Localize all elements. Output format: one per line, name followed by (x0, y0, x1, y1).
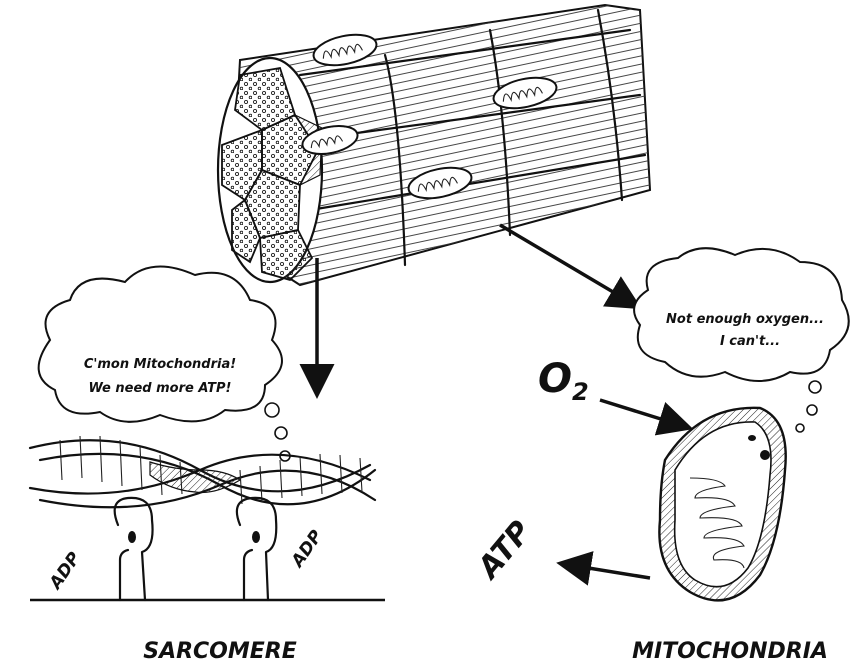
oxygen-symbol: O (538, 356, 572, 402)
thought-mitochondria-line1: Not enough oxygen... (666, 312, 824, 327)
oxygen-subscript: 2 (572, 378, 589, 406)
muscle-fiber-bundle (218, 5, 650, 285)
caption-sarcomere: Sarcomere (143, 639, 297, 664)
adp-label-right: ADP (287, 526, 328, 572)
arrow-oxygen-in (600, 400, 680, 425)
thought-bubble-sarcomere: C'mon Mitochondria! We need more ATP! (39, 266, 290, 461)
caption-mitochondria: Mitochondria (632, 639, 828, 664)
mitochondrion-character (659, 408, 785, 601)
myosin-head-left (115, 498, 153, 600)
mitochondrion-eye (760, 450, 770, 460)
atp-label: ATP (470, 515, 538, 587)
thought-sarcomere-line1: C'mon Mitochondria! (84, 357, 236, 372)
thought-bubble-mitochondria: Not enough oxygen... I can't... (634, 248, 849, 432)
arrow-atp-out (570, 565, 650, 578)
thought-sarcomere-line2: We need more ATP! (89, 381, 232, 396)
mitochondrion-mouth (748, 435, 756, 441)
thought-mitochondria-line2: I can't... (720, 334, 780, 349)
adp-label-left: ADP (45, 548, 86, 594)
oxygen-label: O 2 (538, 356, 589, 406)
arrow-to-mitochondria (500, 225, 630, 302)
arrows (317, 225, 680, 578)
myosin-head-right (237, 498, 276, 600)
sarcomere-illustration: ADP ADP (30, 436, 385, 600)
